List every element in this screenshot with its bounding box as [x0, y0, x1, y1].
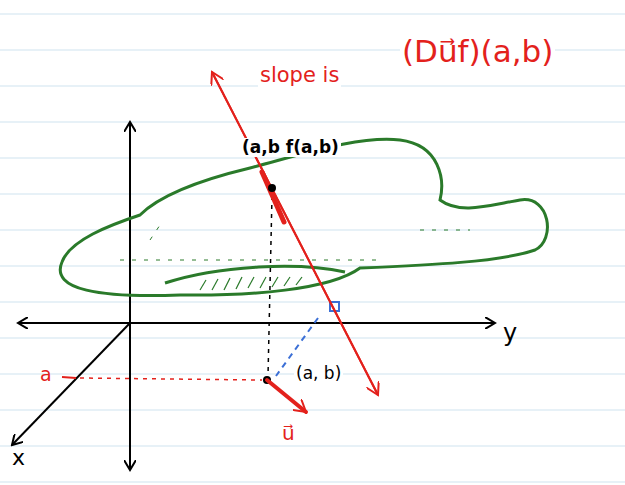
axis-label: y [503, 320, 517, 346]
axis-label: x [12, 446, 25, 470]
axis-value: a [40, 364, 52, 385]
point-label: (a, b) [294, 364, 343, 383]
surface [60, 139, 547, 295]
a-guide [80, 378, 262, 380]
tangent-segment [262, 172, 284, 222]
point-label: (a,b f(a,b) [240, 138, 341, 157]
notebook-lines [0, 14, 625, 482]
direction-vector [267, 380, 306, 412]
surface-point [268, 184, 276, 192]
vector-label: u⃗ [282, 422, 295, 444]
axes [12, 122, 495, 470]
tangent-line [212, 72, 378, 395]
a-tick [62, 377, 76, 378]
slope-label: slope is [258, 64, 341, 87]
tangent-line-end [212, 72, 378, 395]
derivative-label: (Du⃗f)(a,b) [400, 34, 555, 68]
projection-line [268, 196, 272, 376]
